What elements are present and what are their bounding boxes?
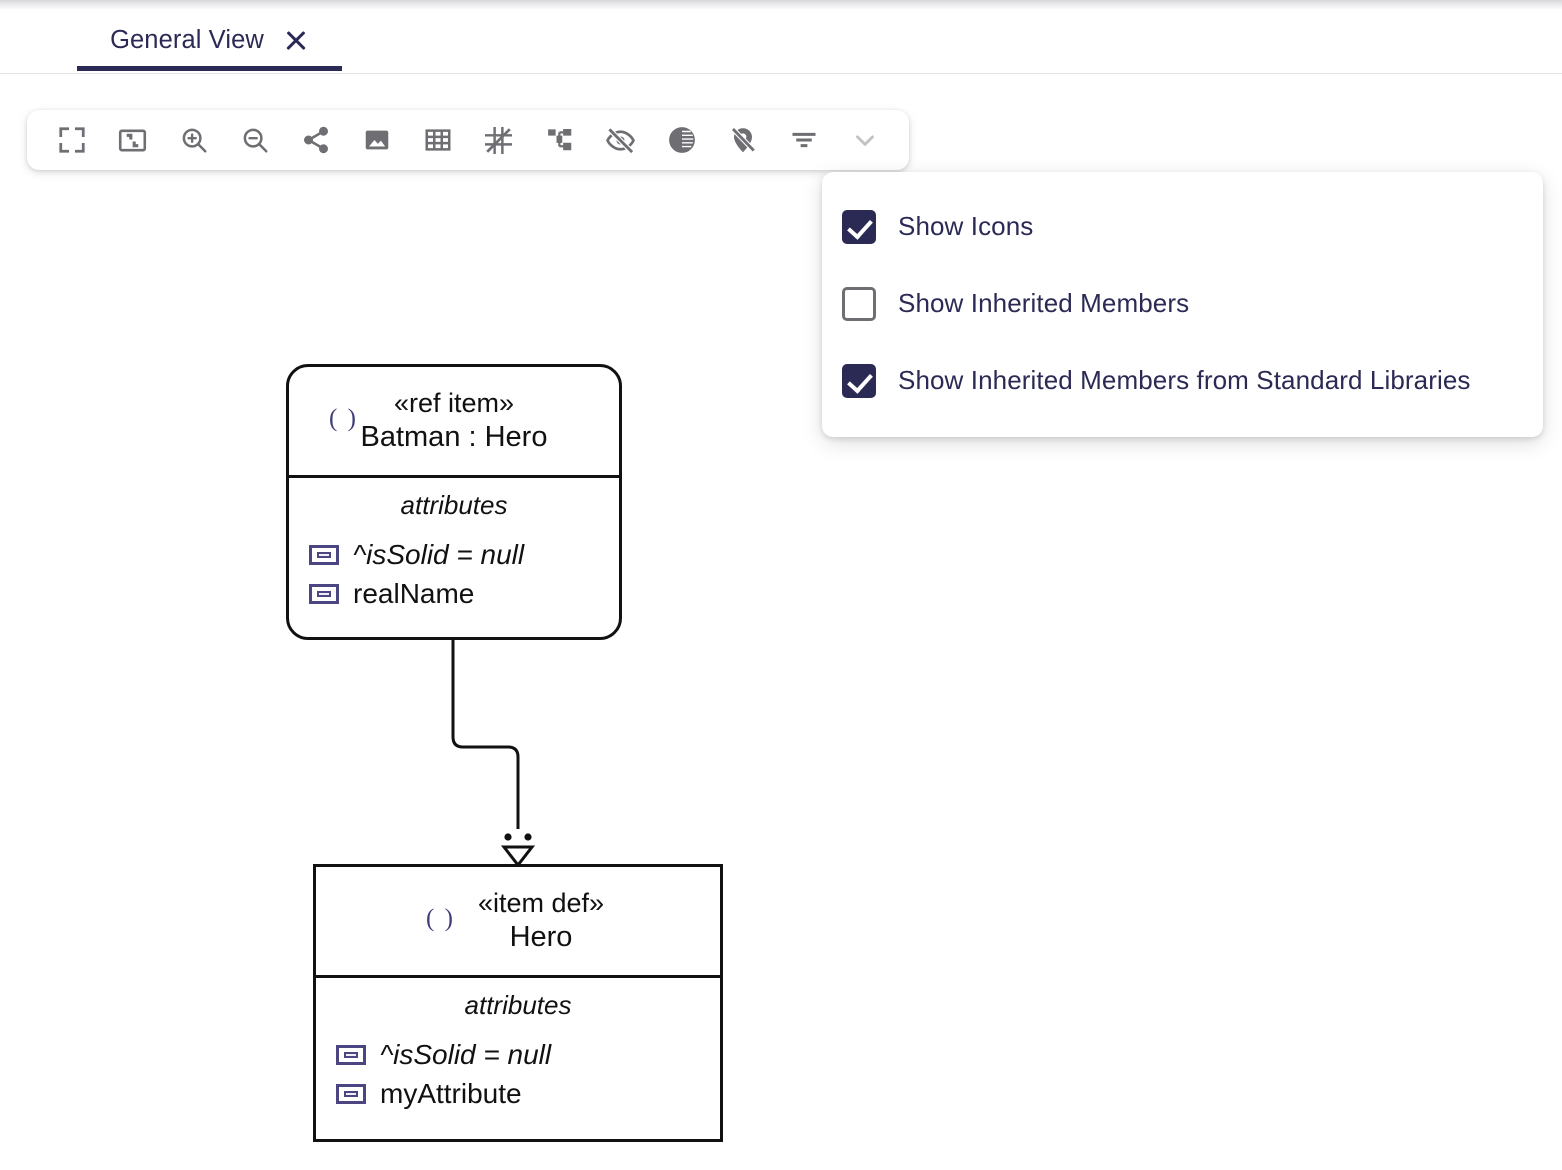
eye-off-icon[interactable] [590, 116, 651, 164]
member-label: realName [353, 577, 475, 609]
member-label: ^isSolid = null [353, 538, 525, 570]
attribute-icon [336, 1044, 366, 1065]
chevron-down-icon[interactable] [834, 116, 895, 164]
diagram-node-batman[interactable]: ( ) «ref item» Batman : Hero attributes … [286, 364, 622, 640]
checkbox-show-inherited-members-standard-libraries[interactable] [842, 363, 876, 398]
window-top-strip [0, 0, 1562, 9]
checkbox-show-icons[interactable] [842, 209, 876, 244]
zoom-out-icon[interactable] [224, 116, 285, 164]
checkbox-show-inherited-members[interactable] [842, 286, 876, 321]
node-name: Hero [509, 920, 573, 953]
grid-icon[interactable] [407, 116, 468, 164]
list-item[interactable]: ^isSolid = null [316, 1035, 720, 1074]
compartment-label: attributes [464, 990, 572, 1020]
attribute-icon [309, 583, 339, 604]
node-title: «ref item» Batman : Hero [361, 388, 548, 454]
share-icon[interactable] [285, 116, 346, 164]
menu-item-label: Show Icons [898, 211, 1034, 241]
menu-item-label: Show Inherited Members [898, 288, 1190, 318]
list-item[interactable]: ^isSolid = null [289, 535, 619, 574]
filter-icon[interactable] [773, 116, 834, 164]
member-label: myAttribute [380, 1077, 522, 1109]
compartment-label: attributes [400, 490, 508, 520]
list-item[interactable]: myAttribute [316, 1074, 720, 1113]
node-compartment-attributes: attributes ^isSolid = null realName [289, 478, 619, 623]
snap-lines-icon[interactable] [468, 116, 529, 164]
close-icon[interactable] [283, 27, 309, 53]
menu-item-show-inherited-members[interactable]: Show Inherited Members [822, 265, 1543, 342]
node-compartment-attributes: attributes ^isSolid = null myAttribute [316, 978, 720, 1123]
node-divider [289, 475, 619, 478]
node-name: Batman : Hero [360, 420, 548, 453]
attribute-icon [309, 544, 339, 565]
menu-item-show-icons[interactable]: Show Icons [822, 188, 1543, 265]
node-header: ( ) «item def» Hero [316, 867, 720, 975]
menu-item-label: Show Inherited Members from Standard Lib… [898, 365, 1471, 395]
diagram-connectors [451, 640, 536, 868]
hierarchy-icon[interactable] [529, 116, 590, 164]
node-header: ( ) «ref item» Batman : Hero [289, 367, 619, 475]
tab-label: General View [110, 25, 264, 54]
node-stereotype: «item def» [477, 887, 605, 918]
diagram-node-hero[interactable]: ( ) «item def» Hero attributes ^isSolid … [313, 864, 723, 1142]
node-divider [316, 975, 720, 978]
zoom-in-icon[interactable] [163, 116, 224, 164]
tab-bar: General View [0, 9, 1562, 74]
node-stereotype: «ref item» [393, 387, 515, 418]
tab-general-view[interactable]: General View [77, 9, 342, 71]
view-options-dropdown: Show Icons Show Inherited Members Show I… [822, 172, 1543, 437]
contrast-icon[interactable] [651, 116, 712, 164]
parentheses-icon: ( ) [426, 905, 455, 932]
parentheses-icon: ( ) [329, 405, 358, 432]
list-item[interactable]: realName [289, 574, 619, 613]
label-off-icon[interactable] [712, 116, 773, 164]
fullscreen-icon[interactable] [41, 116, 102, 164]
tab-active-underline [77, 66, 342, 71]
node-title: «item def» Hero [432, 888, 604, 954]
attribute-icon [336, 1083, 366, 1104]
fit-window-icon[interactable] [102, 116, 163, 164]
menu-item-show-inherited-members-standard-libraries[interactable]: Show Inherited Members from Standard Lib… [822, 342, 1543, 419]
image-icon[interactable] [346, 116, 407, 164]
member-label: ^isSolid = null [380, 1038, 552, 1070]
diagram-toolbar [27, 110, 909, 170]
